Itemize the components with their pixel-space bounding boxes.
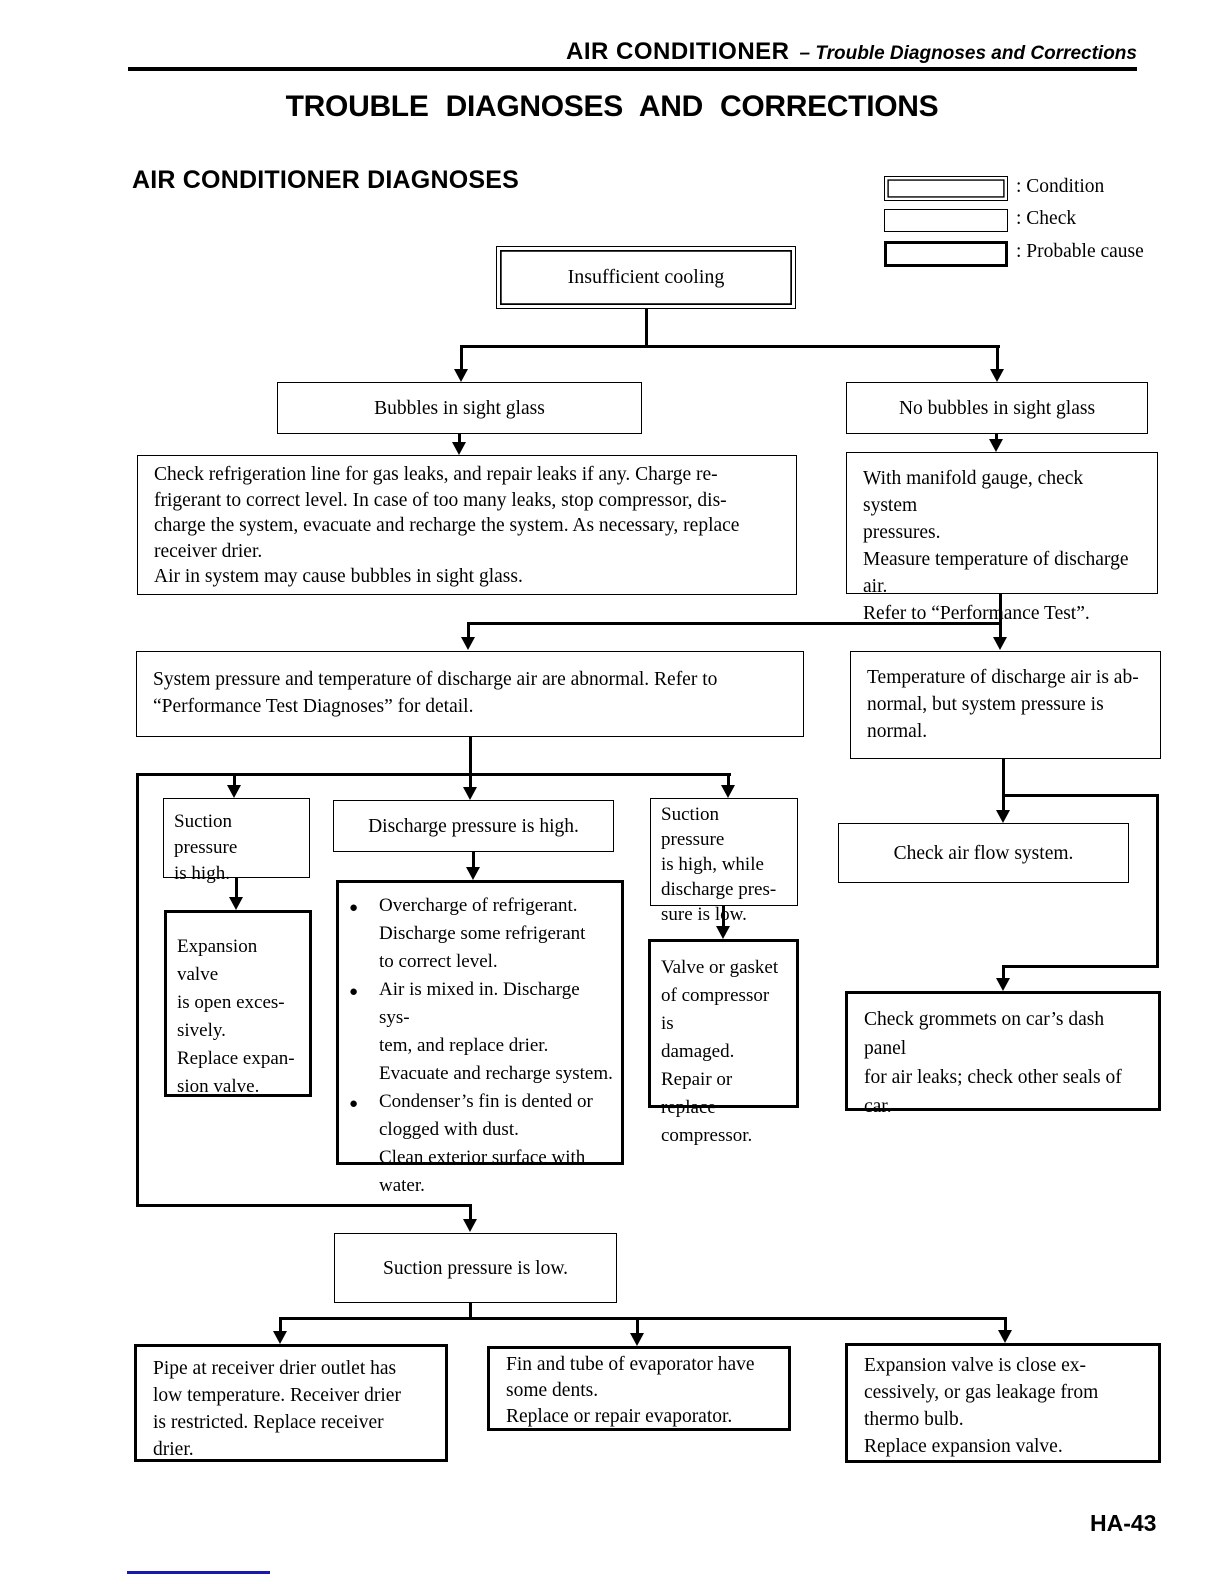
header-section-title: AIR CONDITIONER <box>565 38 790 65</box>
flow-line <box>467 622 470 639</box>
node-temperature-abnormal: Temperature of discharge air is ab- norm… <box>850 651 1161 759</box>
flow-line <box>469 1204 472 1221</box>
page-number: HA-43 <box>1090 1510 1157 1536</box>
flow-line <box>636 1317 639 1335</box>
flow-arrow <box>716 926 730 939</box>
legend-condition-sample <box>884 176 1008 201</box>
flow-line <box>279 1317 1007 1320</box>
flow-line <box>999 592 1002 625</box>
flow-line <box>460 345 463 371</box>
flow-line <box>136 773 139 1207</box>
flow-arrow <box>452 442 466 455</box>
node-discharge-pressure-high: Discharge pressure is high. <box>333 800 614 852</box>
cause-item: ● Condenser’s fin is dented or clogged w… <box>349 1088 615 1200</box>
flow-arrow <box>227 785 241 798</box>
legend-check-sample <box>884 209 1008 232</box>
flow-arrow <box>989 439 1003 452</box>
flow-arrow <box>454 369 468 382</box>
flow-line <box>1004 1317 1007 1332</box>
flow-arrow <box>229 897 243 910</box>
flow-arrow <box>996 810 1010 823</box>
flow-line <box>727 773 730 787</box>
flow-line <box>235 876 238 899</box>
flow-arrow <box>630 1333 644 1346</box>
legend-cause-label: : Probable cause <box>1016 241 1144 262</box>
legend-cause-sample <box>884 241 1008 267</box>
flow-line <box>136 773 731 776</box>
node-expansion-valve-open: Expansion valve is open exces- sively. R… <box>164 910 312 1097</box>
flow-line <box>999 622 1002 639</box>
flow-arrow <box>461 637 475 650</box>
flow-arrow <box>993 637 1007 650</box>
node-check-system-pressures: With manifold gauge, check system pressu… <box>846 452 1158 624</box>
flow-line <box>460 345 1000 348</box>
flow-line <box>472 850 475 869</box>
flow-arrow <box>996 978 1010 991</box>
cause-item: ● Air is mixed in. Discharge sys- tem, a… <box>349 976 615 1088</box>
flow-line <box>996 345 999 371</box>
flow-arrow <box>998 1330 1012 1343</box>
node-insufficient-cooling: Insufficient cooling <box>496 246 796 309</box>
flow-line <box>1002 965 1005 980</box>
flow-arrow <box>273 1331 287 1344</box>
node-check-refrigeration-line: Check refrigeration line for gas leaks, … <box>137 455 797 595</box>
header-subsection-title: – Trouble Diagnoses and Corrections <box>799 43 1137 64</box>
flow-line <box>722 904 725 928</box>
page-title: TROUBLE DIAGNOSES AND CORRECTIONS <box>285 90 939 123</box>
flow-line <box>469 773 472 789</box>
flow-line <box>233 773 236 787</box>
cause-item: ● Overcharge of refrigerant. Discharge s… <box>349 892 615 976</box>
flow-line <box>469 735 472 776</box>
node-suction-pressure-low: Suction pressure is low. <box>334 1233 617 1303</box>
legend-condition-label: : Condition <box>1016 176 1105 197</box>
bullet-icon: ● <box>349 1096 359 1112</box>
flow-arrow <box>990 369 1004 382</box>
flow-line <box>279 1317 282 1333</box>
flow-line <box>467 622 1002 625</box>
bullet-icon: ● <box>349 900 359 916</box>
flow-line <box>1004 965 1159 968</box>
section-heading: AIR CONDITIONER DIAGNOSES <box>132 166 519 194</box>
flow-arrow <box>463 787 477 800</box>
node-valve-gasket-damaged: Valve or gasket of compressor is damaged… <box>648 939 799 1146</box>
flow-arrow <box>721 785 735 798</box>
flow-line <box>645 309 648 347</box>
node-fin-tube-evaporator: Fin and tube of evaporator have some den… <box>487 1346 791 1431</box>
page-header: AIR CONDITIONER – Trouble Diagnoses and … <box>128 38 1137 66</box>
footer-blue-line <box>127 1571 270 1574</box>
node-bubbles-in-sight-glass: Bubbles in sight glass <box>277 382 642 434</box>
flow-line <box>1002 757 1005 797</box>
node-system-pressure-abnormal: System pressure and temperature of disch… <box>136 651 804 737</box>
node-expansion-valve-close: Expansion valve is close ex- cessively, … <box>845 1343 1161 1463</box>
flow-line <box>469 1301 472 1320</box>
flow-line <box>1156 794 1159 968</box>
flow-arrow <box>466 867 480 880</box>
node-no-bubbles-in-sight-glass: No bubbles in sight glass <box>846 382 1148 434</box>
header-rule <box>128 67 1137 71</box>
node-suction-pressure-high: Suction pressure is high. <box>163 798 310 884</box>
flow-line <box>458 433 461 444</box>
legend-check-label: : Check <box>1016 208 1077 229</box>
node-suction-high-discharge-low: Suction pressure is high, while discharg… <box>650 798 798 925</box>
node-check-grommets: Check grommets on car’s dash panel for a… <box>845 991 1161 1117</box>
node-pipe-receiver-drier: Pipe at receiver drier outlet has low te… <box>134 1344 448 1462</box>
node-check-air-flow: Check air flow system. <box>838 823 1129 883</box>
flow-line <box>1002 794 1005 811</box>
flow-line <box>995 433 998 441</box>
flow-arrow <box>463 1219 477 1232</box>
node-overcharge-causes: ● Overcharge of refrigerant. Discharge s… <box>336 880 624 1196</box>
bullet-icon: ● <box>349 984 359 1000</box>
flow-line <box>1002 794 1159 797</box>
flow-line <box>136 1204 472 1207</box>
